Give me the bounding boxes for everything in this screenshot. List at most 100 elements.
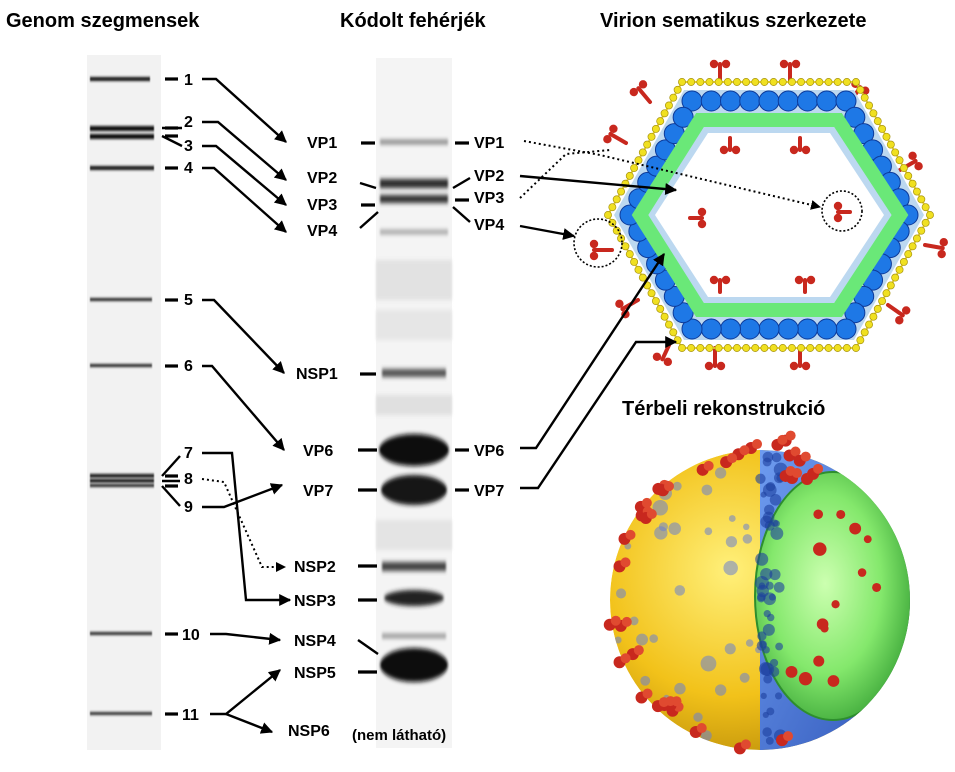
segment-band [90,126,154,131]
vp7-subunit [732,344,741,352]
surface-pore [760,491,767,498]
vp7-subunit [921,218,930,227]
spike-3d [656,481,674,497]
vp1-highlight [821,190,863,232]
protein-label: NSP5 [294,665,336,682]
vp1-pin [789,136,811,155]
vp7-subunit [856,336,865,345]
vp7-subunit [886,281,895,290]
vp7-subunit [751,344,760,352]
segment-band [90,134,154,139]
vp7-subunit [660,109,669,118]
vp7-subunit [873,304,882,313]
vp7-subunit [651,124,660,133]
vp7-subunit [787,344,796,352]
surface-pore [774,692,783,700]
surface-pore [771,452,782,463]
surface-pore [724,643,736,655]
vp6-subunit [739,90,761,112]
surface-pore [757,631,767,641]
spike-3d [807,463,824,480]
protein-label: NSP3 [294,593,336,610]
vp7-subunit [742,78,751,86]
protein-label: VP3 [474,190,504,207]
vp7-subunit [732,78,741,86]
surface-pore [755,552,769,566]
vp7-subunit [882,289,891,298]
vp7-subunit [878,297,887,306]
vp6-subunit [700,318,722,340]
vp6-subunit [816,318,838,340]
vp7-subunit [778,344,787,352]
protein-label: VP7 [474,483,504,500]
spike-3d [771,434,788,451]
vp7-subunit [612,195,621,204]
vp7-subunit [787,78,796,86]
vp7-subunit [751,78,760,86]
vp7-subunit [760,344,769,352]
vp7-subunit [860,328,869,337]
vp4-spike [603,124,628,145]
inner-protein [785,665,798,678]
vp1-pin [719,136,741,155]
vp7-subunit [660,312,669,321]
surface-pore [765,481,776,492]
vp6-subunit [672,106,694,128]
vp7-subunit [634,156,643,165]
surface-pore [762,451,774,463]
spike-3d [793,451,811,467]
vp7-subunit [673,85,682,94]
vp7-subunit [678,78,686,86]
surface-pore [762,623,775,636]
vp7-subunit [917,226,926,235]
surface-pore [769,568,781,581]
vp4-spike [923,238,948,259]
protein-label: VP6 [303,443,333,460]
segment-label: 11 [182,707,199,724]
vp7-subunit [815,344,824,352]
vp7-subunit [895,156,904,165]
protein-band [380,195,448,203]
vp7-subunit [842,344,851,352]
spike-3d [689,723,707,739]
protein-label: VP1 [307,135,337,152]
inner-protein [836,509,846,519]
surface-pore [725,536,738,548]
virion-title: Virion sematikus szerkezete [600,10,866,32]
inner-protein [849,522,862,535]
protein-virion-connectors [519,140,821,490]
surface-pore [649,634,658,643]
segment-band [90,712,152,715]
segment-labels: 1 2 3 4 5 6 7 8 9 10 11 [165,72,200,724]
vp7-subunit [815,78,824,86]
vp7-subunit [891,273,900,282]
vp7-subunit [824,344,833,352]
spike-3d [603,615,621,631]
protein-label: NSP1 [296,366,338,383]
surface-pore [755,473,766,484]
spike-3d [613,653,631,669]
reconstruction-title: Térbeli rekonstrukció [622,398,825,420]
vp7-subunit [687,78,696,86]
surface-pore [614,636,622,644]
vp7-subunit [899,164,908,173]
vp7-subunit [833,78,842,86]
surface-pore [760,515,773,528]
inner-protein [827,675,840,687]
vp6-subunit [777,318,799,340]
vp7-subunit [651,297,660,306]
surface-pore [674,585,686,596]
surface-pore [742,534,753,544]
vp7-subunit [833,344,842,352]
segment-band [90,474,154,478]
vp7-subunit [852,78,860,86]
protein-label: VP4 [474,217,504,234]
inner-protein [857,568,867,577]
spike-3d [651,697,669,713]
spike-3d [776,731,794,747]
protein-labels-right: VP1 VP2 VP3 VP4 VP6 VP7 [452,135,504,500]
inner-protein [813,542,827,556]
vp4-spike [589,239,614,261]
spike-3d [779,465,796,482]
